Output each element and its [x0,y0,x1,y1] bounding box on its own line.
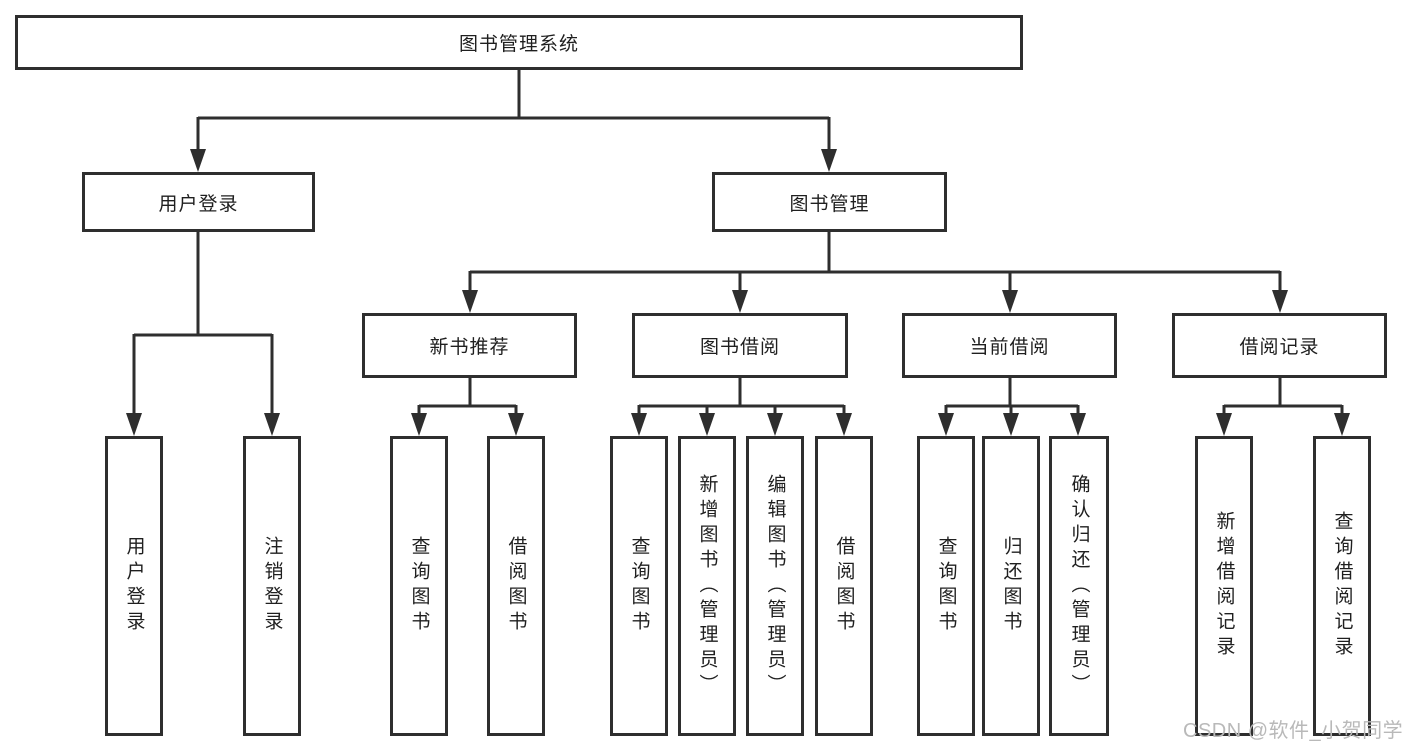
node-book-management-label: 图书管理 [789,193,870,215]
arrow-down-icon [126,413,142,436]
leaf-borrow-books-borrowing: 借阅图书 [815,436,873,736]
leaf-edit-book-admin-label: 编辑图书（管理员） [764,473,786,699]
arrow-down-icon [1272,290,1288,313]
arrow-down-icon [1334,413,1350,436]
arrow-down-icon [1002,290,1018,313]
arrow-down-icon [836,413,852,436]
leaf-return-books-label: 归还图书 [1000,536,1022,636]
leaf-add-book-admin: 新增图书（管理员） [678,436,736,736]
arrow-down-icon [821,149,837,172]
node-borrowing-records: 借阅记录 [1172,313,1387,378]
arrow-down-icon [767,413,783,436]
node-current-borrowing-label: 当前借阅 [969,337,1050,358]
arrow-down-icon [1003,413,1019,436]
leaf-user-login-label: 用户登录 [123,536,145,636]
leaf-query-books-borrowing-label: 查询图书 [628,536,650,636]
arrow-down-icon [508,413,524,436]
arrow-down-icon [938,413,954,436]
arrow-down-icon [411,413,427,436]
leaf-query-books-current-label: 查询图书 [935,536,957,636]
leaf-query-borrow-record-label: 查询借阅记录 [1331,511,1353,661]
node-book-management: 图书管理 [712,172,947,232]
leaf-confirm-return-admin: 确认归还（管理员） [1049,436,1109,736]
leaf-logout: 注销登录 [243,436,301,736]
arrow-down-icon [631,413,647,436]
leaf-query-borrow-record: 查询借阅记录 [1313,436,1371,736]
leaf-logout-label: 注销登录 [261,536,283,636]
arrow-down-icon [1216,413,1232,436]
leaf-edit-book-admin: 编辑图书（管理员） [746,436,804,736]
node-borrowing-records-label: 借阅记录 [1239,337,1320,358]
node-user-login: 用户登录 [82,172,315,232]
leaf-borrow-books-borrowing-label: 借阅图书 [833,536,855,636]
node-book-borrowing-label: 图书借阅 [699,337,780,358]
node-book-borrowing: 图书借阅 [632,313,848,378]
arrow-down-icon [190,149,206,172]
node-current-borrowing: 当前借阅 [902,313,1117,378]
leaf-confirm-return-admin-label: 确认归还（管理员） [1068,473,1090,699]
leaf-add-book-admin-label: 新增图书（管理员） [696,473,718,699]
leaf-add-borrow-record-label: 新增借阅记录 [1213,511,1235,661]
leaf-user-login: 用户登录 [105,436,163,736]
node-user-login-label: 用户登录 [158,193,239,215]
arrowhead-icons [126,149,1350,436]
leaf-add-borrow-record: 新增借阅记录 [1195,436,1253,736]
leaf-query-books-recommendation: 查询图书 [390,436,448,736]
node-new-book-recommendation-label: 新书推荐 [429,337,510,358]
arrow-down-icon [699,413,715,436]
arrow-down-icon [264,413,280,436]
arrow-down-icon [462,290,478,313]
leaf-borrow-books-recommendation-label: 借阅图书 [505,536,527,636]
leaf-borrow-books-recommendation: 借阅图书 [487,436,545,736]
node-library-system-label: 图书管理系统 [458,34,579,55]
leaf-query-books-recommendation-label: 查询图书 [408,536,430,636]
leaf-query-books-current: 查询图书 [917,436,975,736]
arrow-down-icon [1070,413,1086,436]
leaf-return-books: 归还图书 [982,436,1040,736]
node-new-book-recommendation: 新书推荐 [362,313,577,378]
arrow-down-icon [732,290,748,313]
node-library-system: 图书管理系统 [15,15,1023,70]
watermark: CSDN @软件_小贺同学 [1183,720,1404,742]
leaf-query-books-borrowing: 查询图书 [610,436,668,736]
